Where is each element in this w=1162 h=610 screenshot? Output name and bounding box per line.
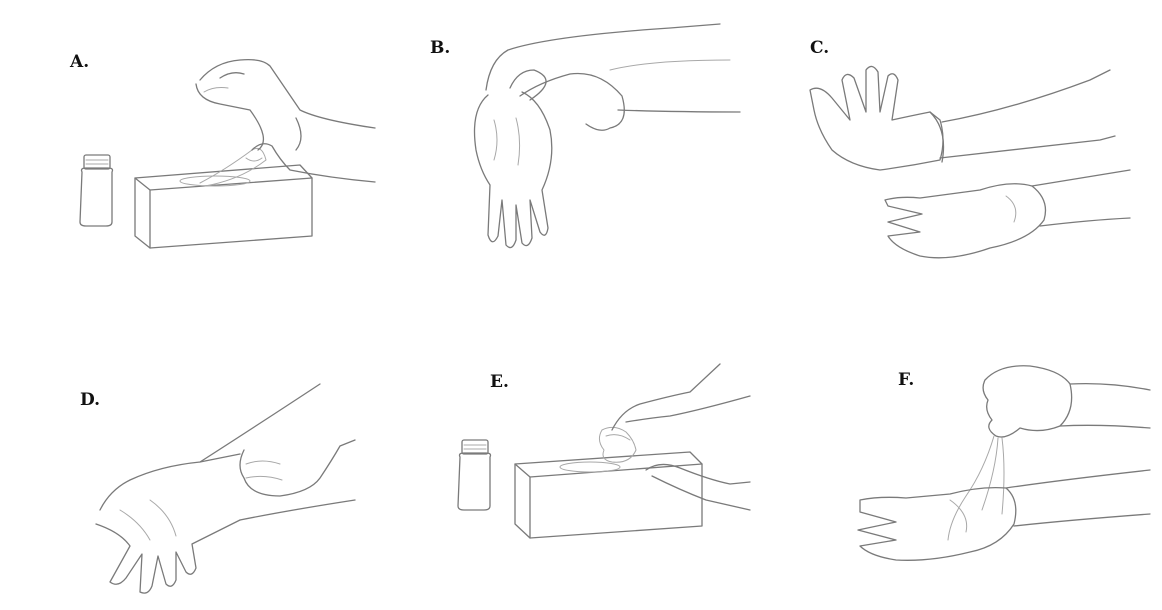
step-d-panel: D. xyxy=(0,300,390,610)
gloved-hand-icon xyxy=(96,384,320,593)
step-c-panel: C. xyxy=(770,0,1162,280)
gloved-hand-icon xyxy=(983,366,1150,437)
gloved-hand-icon xyxy=(810,66,1115,170)
step-a-panel: A. xyxy=(0,0,390,280)
hand-icon xyxy=(196,60,375,182)
hand-icon xyxy=(885,170,1130,258)
hand-icon xyxy=(240,440,355,520)
step-a-illustration xyxy=(0,0,390,280)
step-f-illustration xyxy=(770,300,1162,610)
glove-icon xyxy=(475,92,552,248)
step-b-panel: B. xyxy=(390,0,770,280)
sanitizer-bottle-icon xyxy=(80,155,113,226)
glove-box-icon xyxy=(515,452,702,538)
step-f-panel: F. xyxy=(770,300,1162,610)
step-c-illustration xyxy=(770,0,1162,280)
hand-icon xyxy=(486,24,740,130)
glove-box-icon xyxy=(135,148,312,248)
step-d-illustration xyxy=(0,300,390,610)
hand-icon xyxy=(612,364,750,510)
step-e-panel: E. xyxy=(390,300,770,610)
sanitizer-bottle-icon xyxy=(458,440,491,510)
step-e-illustration xyxy=(390,300,770,610)
step-b-illustration xyxy=(390,0,770,280)
